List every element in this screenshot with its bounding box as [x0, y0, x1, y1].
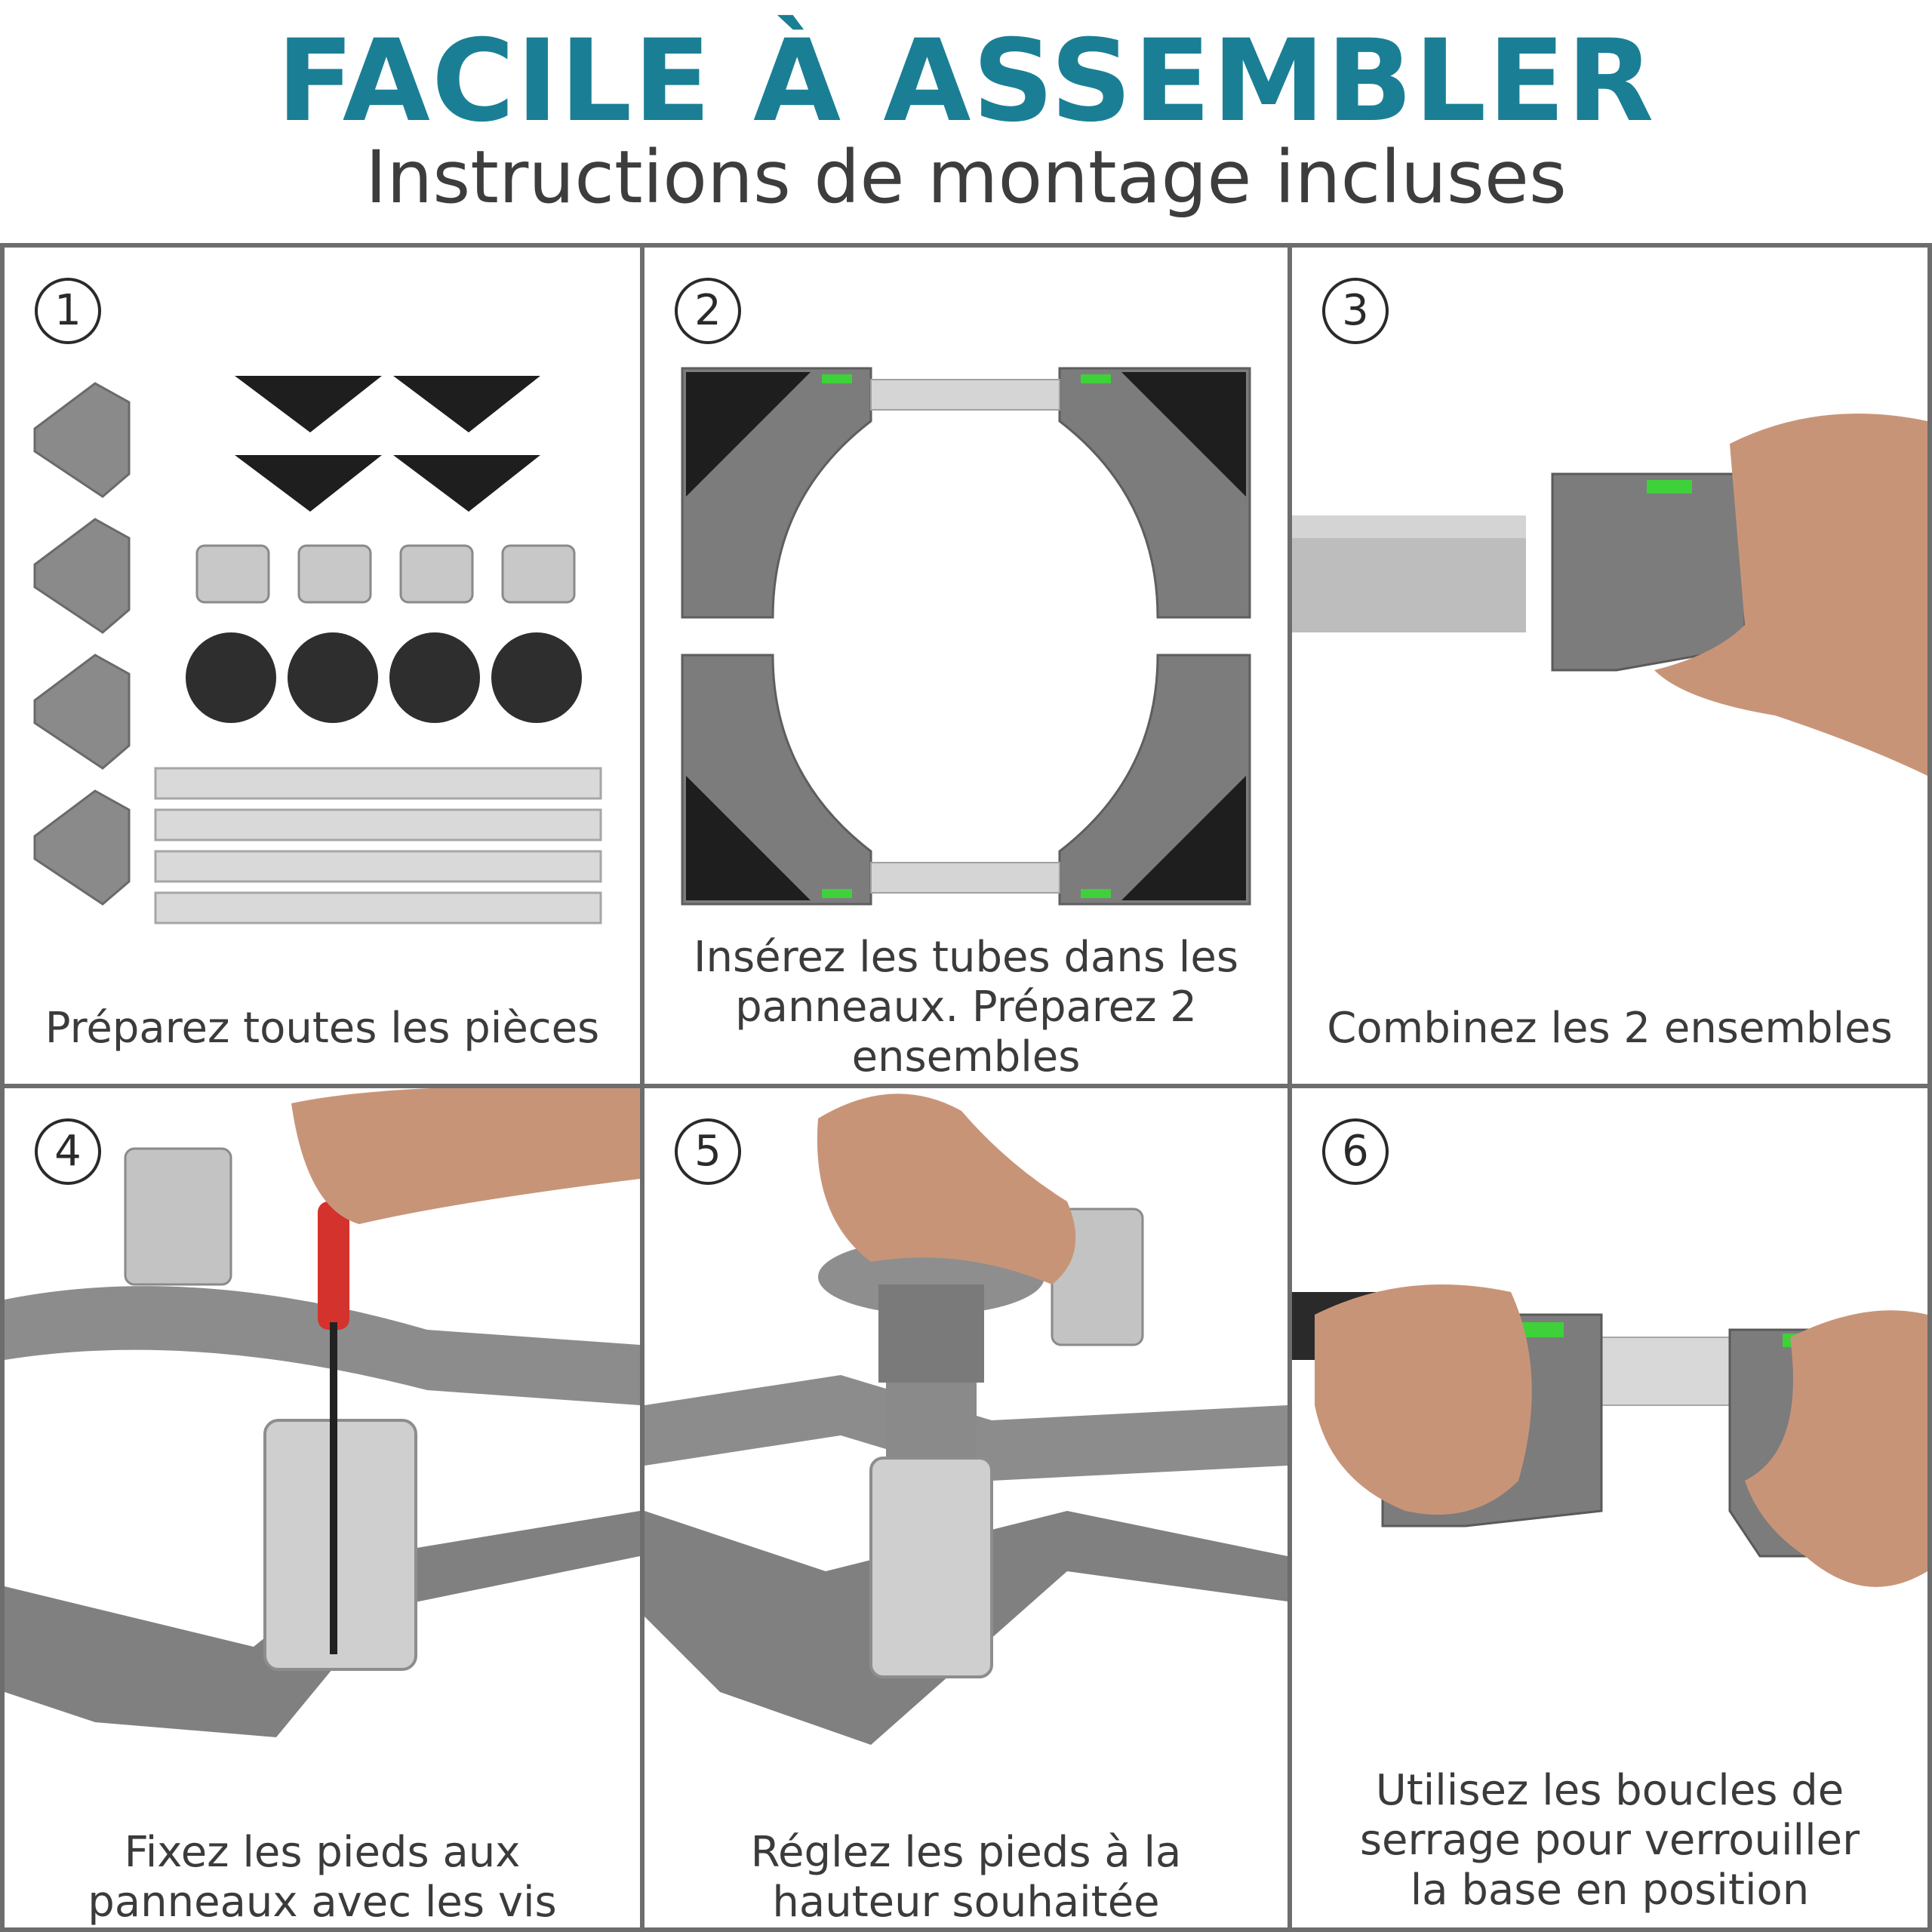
- front-foot-image: [869, 1457, 993, 1678]
- lock-clamps-illustration: [1292, 1284, 1927, 1587]
- step-number-6: 6: [1322, 1118, 1389, 1185]
- steel-tube-image: [154, 767, 602, 800]
- rubber-pad-image: [393, 376, 540, 432]
- adjust-feet-illustration: [645, 1094, 1287, 1745]
- corner-panel-image: [33, 789, 131, 906]
- step-caption-4: Fixez les pieds aux panneaux avec les vi…: [88, 1828, 557, 1927]
- front-foot-image: [263, 1419, 417, 1671]
- combine-sets-illustration: [1292, 414, 1927, 776]
- steps-grid: 1: [0, 243, 1932, 1932]
- step-panel-4: 4 Fixez les pieds aux panneaux avec les …: [5, 1088, 640, 1927]
- parts-illustration: [33, 376, 602, 924]
- steel-tube-image: [154, 808, 602, 841]
- step-caption-1: Préparez toutes les pièces: [45, 1004, 600, 1053]
- step-number-2: 2: [675, 278, 741, 344]
- metal-foot-image: [399, 544, 474, 604]
- corner-panel-image: [33, 382, 131, 498]
- hand-image: [1654, 414, 1927, 776]
- rubber-pad-image: [235, 376, 382, 432]
- hand-image: [817, 1094, 1076, 1284]
- rubber-pad-image: [393, 455, 540, 512]
- step-caption-6: Utilisez les boucles de serrage pour ver…: [1359, 1766, 1860, 1915]
- step-number-4: 4: [35, 1118, 101, 1185]
- metal-foot-image: [195, 544, 270, 604]
- step-caption-3: Combinez les 2 ensembles: [1327, 1004, 1893, 1053]
- tube-image: [870, 379, 1060, 411]
- back-foot-image: [124, 1147, 232, 1286]
- step-panel-5: 5 Réglez les pieds à la hauteur souhaité…: [645, 1088, 1287, 1927]
- steel-tube-image: [154, 850, 602, 883]
- step-panel-1: 1: [5, 248, 640, 1084]
- hand-image: [1745, 1310, 1927, 1587]
- thread-image: [886, 1383, 977, 1458]
- step-panel-3: 3 Combinez les 2 ensembles: [1292, 248, 1927, 1084]
- step-panel-2: 2 In: [645, 248, 1287, 1084]
- attach-feet-illustration: [5, 1088, 640, 1737]
- corner-panel-image: [33, 518, 131, 634]
- step-number-1: 1: [35, 278, 101, 344]
- frame-sets-illustration: [681, 367, 1251, 906]
- screwdriver-image: [318, 1201, 349, 1330]
- page-subtitle: Instructions de montage incluses: [365, 135, 1567, 220]
- metal-foot-image: [501, 544, 576, 604]
- tube-image: [870, 862, 1060, 894]
- corner-panel-image: [33, 654, 131, 770]
- step-caption-2: Insérez les tubes dans les panneaux. Pré…: [693, 933, 1238, 1081]
- rubber-foot-image: [288, 632, 378, 723]
- step-number-3: 3: [1322, 278, 1389, 344]
- step-number-5: 5: [675, 1118, 741, 1185]
- rubber-foot-image: [186, 632, 276, 723]
- metal-foot-image: [297, 544, 372, 604]
- frame-image: [5, 1286, 640, 1405]
- hand-image: [1315, 1284, 1532, 1515]
- step-caption-5: Réglez les pieds à la hauteur souhaitée: [750, 1828, 1182, 1927]
- rubber-foot-image: [491, 632, 582, 723]
- connector-image: [1551, 472, 1746, 672]
- steel-tube-image: [154, 891, 602, 924]
- rubber-pad-image: [235, 455, 382, 512]
- step-panel-6: 6 Utilisez les boucles de serrage pour v…: [1292, 1088, 1927, 1927]
- hand-image: [291, 1088, 640, 1224]
- page-title: FACILE À ASSEMBLER: [276, 16, 1656, 147]
- grid-divider: [5, 1084, 1927, 1088]
- rubber-foot-image: [389, 632, 480, 723]
